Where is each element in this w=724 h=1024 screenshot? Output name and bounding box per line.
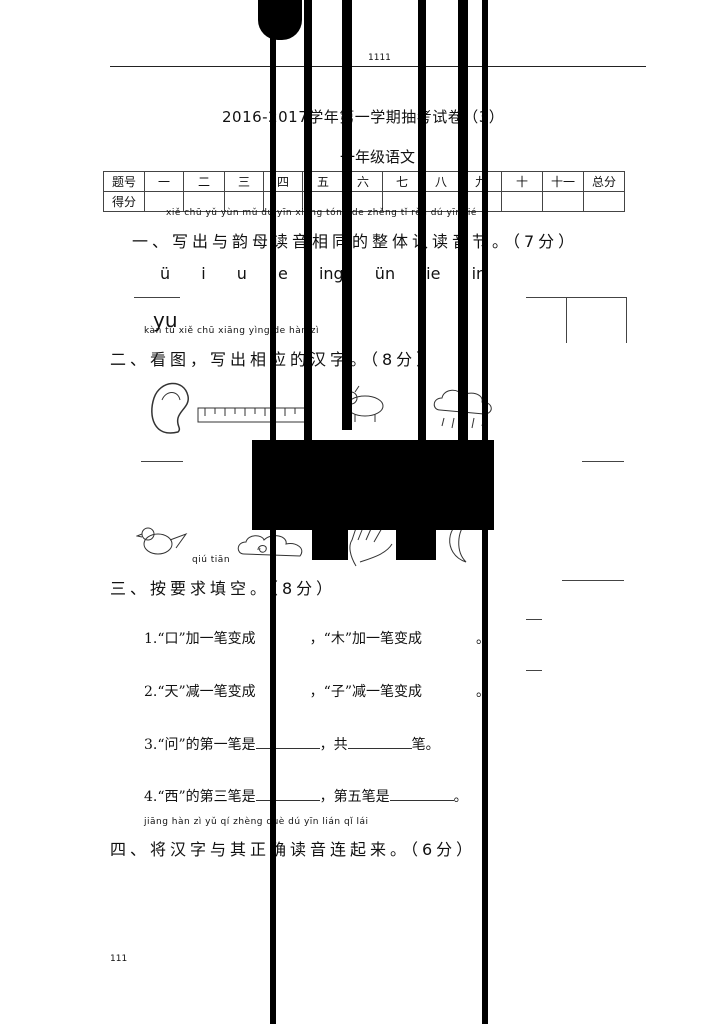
scan-artifact — [342, 0, 352, 430]
answer-blank[interactable] — [255, 736, 320, 749]
answer-line[interactable] — [562, 580, 624, 581]
fill-item-text: 。 — [453, 789, 468, 805]
rime: i — [201, 264, 206, 283]
answer-blank[interactable] — [389, 788, 454, 801]
score-table-label: 题号 — [103, 171, 145, 192]
exam-title: 2016-2017学年第一学期抽考试卷（3） — [222, 108, 505, 126]
rime: ie — [426, 264, 441, 283]
scan-artifact — [458, 0, 468, 520]
fill-item-text: 3.“问”的第一笔是 — [144, 737, 256, 753]
section3-heading: 三、按要求填空。（8分） — [110, 579, 337, 598]
scan-artifact — [418, 0, 426, 560]
rime: ing — [318, 264, 344, 283]
section1-pinyin: xiě chū yǔ yùn mǔ dú yīn xiāng tóng de z… — [166, 208, 477, 218]
answer-box-top — [134, 297, 180, 299]
fill-item-text: ，共 — [319, 737, 348, 753]
score-table-column: 总分 — [583, 171, 625, 192]
answer-line[interactable] — [582, 461, 624, 462]
answer-blank[interactable] — [255, 788, 320, 801]
answer-line[interactable] — [526, 670, 542, 671]
score-table: 题号 一 二 三 四 五 六 七 八 九 十 十一 总分 得分 — [103, 171, 625, 212]
scan-artifact — [258, 0, 302, 40]
fill-item-text: 2.“天”减一笔变成 — [144, 684, 256, 700]
rime-list: ü i u e ing ün ie in — [160, 264, 512, 283]
section2-pinyin: kàn tú xiě chū xiāng yìng de hàn zì — [144, 326, 320, 336]
bird-picture — [136, 520, 188, 562]
fill-item-text: ，“子”减一笔变成 — [309, 684, 422, 700]
answer-blank[interactable] — [347, 736, 412, 749]
fill-item-text: ，“木”加一笔变成 — [309, 631, 422, 647]
score-table-header-row: 题号 一 二 三 四 五 六 七 八 九 十 十一 总分 — [103, 171, 625, 192]
score-table-label: 得分 — [103, 191, 145, 212]
fill-item-text: ，第五笔是 — [319, 789, 390, 805]
score-table-column: 二 — [183, 171, 225, 192]
score-table-column: 八 — [421, 171, 461, 192]
section1-heading: 一、写出与韵母读音相同的整体认读音节。（7分） — [132, 232, 579, 251]
header-page-number: 1111 — [368, 53, 391, 63]
answer-line[interactable] — [141, 461, 183, 462]
header-rule — [110, 66, 646, 67]
score-cell[interactable] — [542, 191, 584, 212]
fill-item-text: 4.“西”的第三笔是 — [144, 789, 256, 805]
answer-box-divider — [566, 297, 567, 343]
example-syllable: yu — [153, 308, 178, 332]
section2-pinyin-2: qiú tiān — [192, 555, 231, 565]
cloud-picture — [236, 530, 312, 566]
fill-item-1: 1.“口”加一笔变成，“木”加一笔变成。 — [144, 628, 490, 648]
section4-heading: 四、将汉字与其正确读音连起来。（6分） — [110, 840, 477, 859]
fill-item-text: 笔。 — [411, 737, 440, 753]
score-table-score-row: 得分 — [103, 191, 625, 212]
section4-pinyin: jiāng hàn zì yǔ qí zhèng què dú yīn lián… — [144, 817, 369, 827]
fill-item-text: 1.“口”加一笔变成 — [144, 631, 256, 647]
rime: u — [236, 264, 247, 283]
answer-line[interactable] — [526, 619, 542, 620]
answer-box-divider — [626, 297, 627, 343]
rime: e — [278, 264, 288, 283]
score-table-column: 七 — [382, 171, 422, 192]
scan-artifact — [304, 0, 312, 480]
scan-artifact — [252, 440, 494, 530]
fill-item-4: 4.“西”的第三笔是 ，第五笔是 。 — [144, 786, 468, 806]
score-table-column: 一 — [144, 171, 184, 192]
score-cell[interactable] — [501, 191, 543, 212]
ruler-picture — [197, 404, 311, 426]
score-table-column: 十一 — [542, 171, 584, 192]
fill-item-2: 2.“天”减一笔变成，“子”减一笔变成。 — [144, 681, 490, 701]
fill-item-3: 3.“问”的第一笔是 ，共 笔。 — [144, 734, 440, 754]
score-table-column: 十 — [501, 171, 543, 192]
ear-picture — [144, 376, 192, 438]
exam-subtitle: 一年级语文 — [340, 148, 416, 166]
score-cell[interactable] — [583, 191, 625, 212]
footer-page-number: 111 — [110, 954, 128, 964]
scan-artifact — [312, 530, 348, 560]
rime: ün — [374, 264, 396, 283]
answer-box-top — [526, 297, 626, 298]
rime: ü — [160, 264, 171, 283]
hand-picture — [346, 518, 394, 570]
score-table-column: 三 — [224, 171, 264, 192]
scan-artifact — [396, 530, 436, 560]
